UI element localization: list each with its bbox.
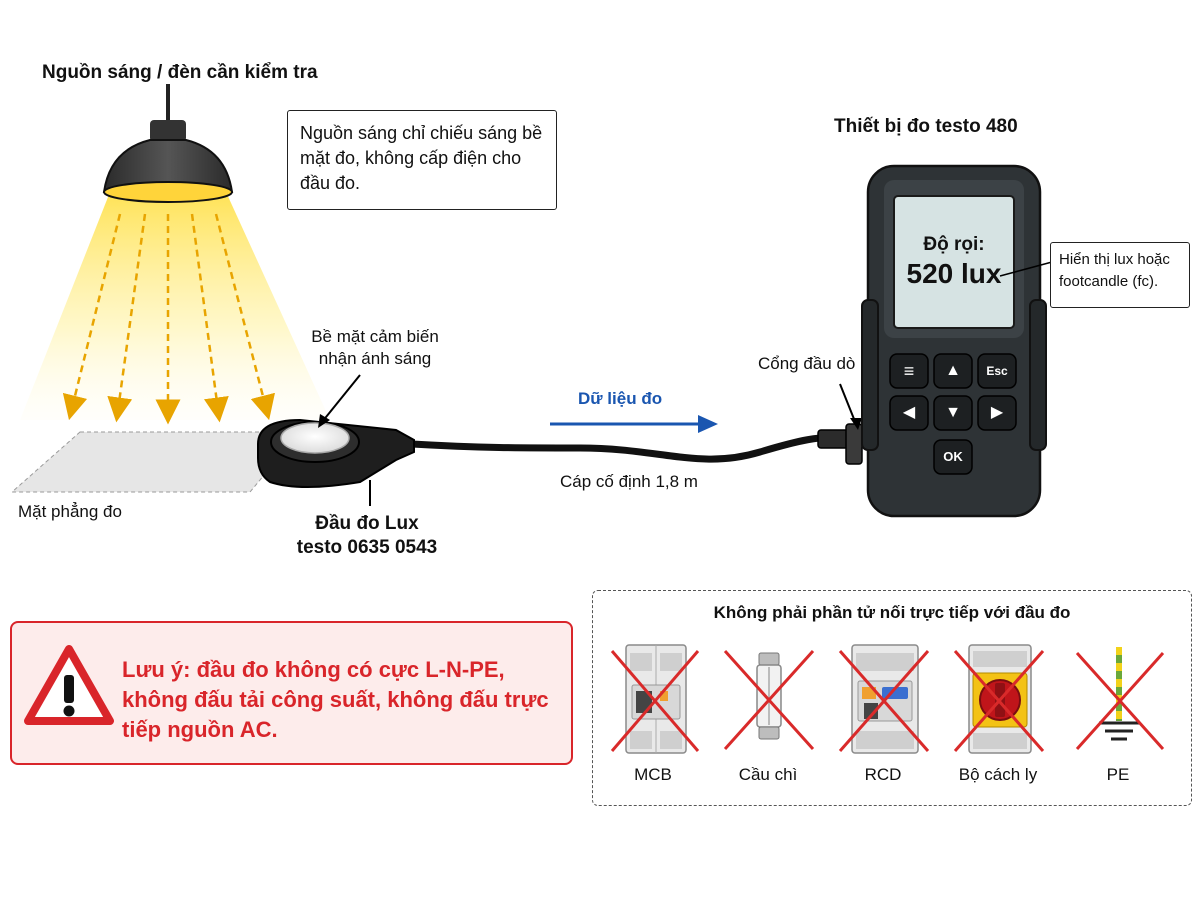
rcd-icon — [838, 644, 930, 754]
list-item: Bộ cách ly — [943, 641, 1053, 791]
isolator-label: Bộ cách ly — [958, 765, 1038, 784]
up-key: ▲ — [945, 362, 961, 379]
not-connected-box: Không phải phần tử nối trực tiếp với đầu… — [592, 590, 1192, 806]
lamp-note: Nguồn sáng chỉ chiếu sáng bề mặt đo, khô… — [287, 110, 557, 210]
warning-box: Lưu ý: đầu đo không có cực L-N-PE, không… — [10, 621, 573, 765]
screen-value: 520 lux — [906, 258, 1002, 289]
left-key: ◀ — [902, 404, 916, 421]
data-arrow-head — [698, 415, 718, 433]
lamp-icon — [102, 120, 234, 203]
probe-label-line1: Đầu đo Lux — [315, 513, 419, 534]
down-key: ▼ — [945, 404, 961, 421]
light-beam — [20, 192, 330, 420]
esc-key: Esc — [986, 364, 1008, 378]
data-label: Dữ liệu đo — [578, 389, 663, 408]
display-note: Hiển thị lux hoặc footcandle (fc). — [1050, 242, 1190, 308]
meter-keypad — [889, 353, 1017, 475]
plane-label: Mặt phẳng đo — [18, 502, 122, 521]
ok-key: OK — [943, 449, 963, 464]
list-item: PE — [1063, 641, 1173, 791]
lamp-title: Nguồn sáng / đèn cần kiểm tra — [42, 62, 318, 83]
isolator-icon — [953, 644, 1045, 754]
cable-connector — [817, 423, 863, 465]
mcb-icon — [610, 644, 700, 754]
lux-probe-icon — [257, 418, 415, 488]
list-item: Cầu chì — [713, 641, 823, 791]
pe-label: PE — [1106, 765, 1130, 784]
meter-screen — [893, 195, 1015, 329]
list-item: RCD — [828, 641, 938, 791]
probe-label-line2: testo 0635 0543 — [296, 537, 438, 558]
rcd-label: RCD — [864, 765, 902, 784]
light-rays — [62, 213, 275, 425]
sensor-surface-label: Bề mặt cảm biến nhận ánh sáng — [311, 327, 439, 368]
measuring-plane — [10, 431, 302, 493]
screen-label: Độ rọi: — [923, 234, 985, 255]
not-connected-title: Không phải phần tử nối trực tiếp với đầu… — [713, 603, 1071, 622]
warning-text: Lưu ý: đầu đo không có cực L-N-PE, không… — [122, 657, 549, 742]
list-item: MCB — [598, 641, 708, 791]
probe-label: Đầu đo Lux testo 0635 0543 — [262, 512, 472, 560]
right-key: ▶ — [990, 404, 1004, 421]
fuse-icon — [723, 649, 815, 751]
probe-cable — [408, 434, 844, 463]
port-label: Cổng đầu dò — [758, 354, 856, 373]
setup-illustration — [10, 84, 1053, 518]
cable-label: Cáp cố định 1,8 m — [560, 472, 698, 491]
earth-icon — [1075, 647, 1165, 751]
warning-triangle-icon — [24, 645, 114, 725]
meter-title: Thiết bị đo testo 480 — [834, 116, 1018, 137]
mcb-label: MCB — [634, 765, 672, 784]
fuse-label: Cầu chì — [738, 765, 798, 784]
menu-key: ≡ — [903, 361, 915, 381]
